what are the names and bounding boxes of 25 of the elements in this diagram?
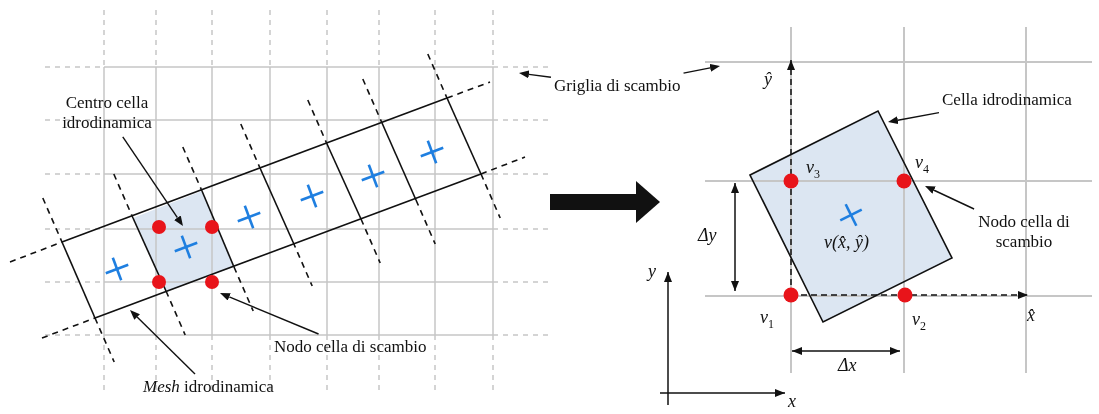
math-label: v(x̂, ŷ) — [824, 233, 869, 253]
callout-label: Mesh idrodinamica — [143, 377, 274, 398]
math-label: v$_{3}$ — [806, 158, 820, 181]
math-label: v$_{4}$ — [915, 153, 929, 176]
callout-label: Nodo cella di scambio — [274, 337, 427, 358]
callout-label: Centro cella idrodinamica — [48, 93, 166, 134]
math-label: ŷ — [764, 70, 772, 90]
leader-arrow — [122, 136, 183, 226]
callout-label: Nodo cella di scambio — [962, 212, 1086, 253]
math-label: Δy — [698, 226, 717, 246]
callout-label: Cella idrodinamica — [942, 90, 1072, 111]
math-label: x — [788, 392, 796, 412]
math-label: y — [648, 262, 656, 282]
leader-arrow — [130, 310, 196, 375]
block-arrow — [550, 181, 660, 223]
math-label: Δx — [838, 356, 857, 376]
math-label: x̂ — [1027, 306, 1035, 326]
math-label: v$_{2}$ — [912, 310, 926, 333]
math-label: v$_{1}$ — [760, 308, 774, 331]
leader-arrow — [888, 111, 940, 125]
callout-label: Griglia di scambio — [554, 76, 681, 97]
leader-arrow — [682, 64, 720, 74]
leader-arrow — [519, 70, 552, 79]
leader-arrow — [925, 186, 975, 210]
leader-arrow — [220, 293, 320, 335]
